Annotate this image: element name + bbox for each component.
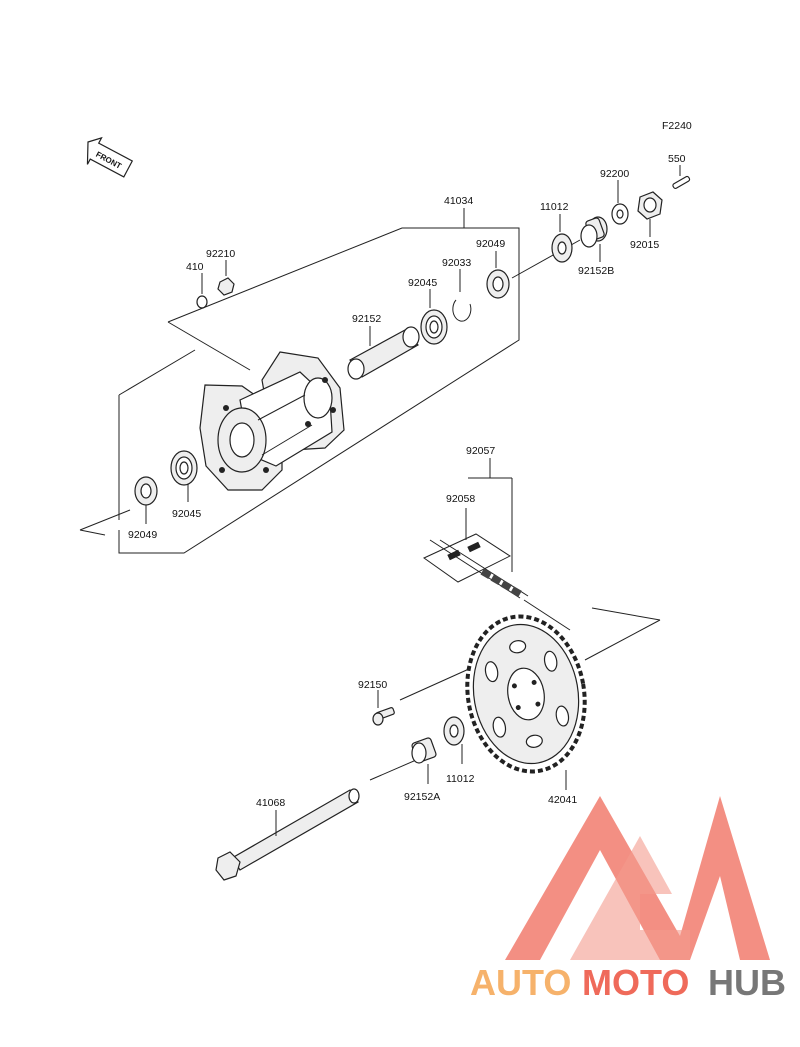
rear-sprocket-42041 <box>465 614 587 774</box>
front-arrow-icon: FRONT <box>86 136 134 178</box>
label-92210: 92210 <box>206 248 235 260</box>
washer-410 <box>196 273 208 309</box>
label-41068: 41068 <box>256 797 285 809</box>
label-41034: 41034 <box>444 195 473 207</box>
label-410: 410 <box>186 261 204 273</box>
label-11012-bottom: 11012 <box>446 773 475 785</box>
label-550: 550 <box>668 153 686 165</box>
figure-code: F2240 <box>662 120 692 132</box>
label-92049-bottom: 92049 <box>128 529 157 541</box>
automotohub-wordmark: AUTO MOTO HUB <box>470 962 786 1003</box>
washer-92200 <box>611 180 629 225</box>
label-92150: 92150 <box>358 679 387 691</box>
circlip-92033 <box>452 269 472 322</box>
oil-seal-11012-bottom <box>443 716 465 764</box>
collar-92152A <box>411 737 437 784</box>
drive-chain-92057 <box>423 533 571 631</box>
hub-assembly-frame <box>79 208 581 554</box>
label-92015: 92015 <box>630 239 659 251</box>
automotohub-logo-icon <box>505 796 770 960</box>
axle-41068 <box>215 788 360 881</box>
label-92049-top: 92049 <box>476 238 505 250</box>
label-11012-top: 11012 <box>540 201 569 213</box>
wordmark-part-auto: AUTO <box>470 962 571 1003</box>
nut-92210 <box>217 260 235 296</box>
label-92152A: 92152A <box>404 791 440 803</box>
bearing-92045-top <box>420 289 448 345</box>
spacer-tube-92152 <box>347 326 420 380</box>
bolt-92150 <box>372 690 395 726</box>
oil-seal-92049-top <box>486 251 510 299</box>
label-92057: 92057 <box>466 445 495 457</box>
cotter-pin-550 <box>672 165 691 189</box>
label-92033: 92033 <box>442 257 471 269</box>
oil-seal-92049-bottom <box>134 476 158 524</box>
label-92152: 92152 <box>352 313 381 325</box>
axle-nut-92015 <box>637 191 663 237</box>
label-92058: 92058 <box>446 493 475 505</box>
wordmark-part-moto: MOTO <box>582 962 689 1003</box>
label-92152B: 92152B <box>578 265 614 277</box>
oil-seal-11012-top <box>551 214 573 263</box>
label-92200: 92200 <box>600 168 629 180</box>
wordmark-part-hub: HUB <box>708 962 786 1003</box>
bearing-92045-bottom <box>170 450 198 502</box>
label-92045-top: 92045 <box>408 277 437 289</box>
rear-hub <box>199 351 345 491</box>
label-42041: 42041 <box>548 794 577 806</box>
label-92045-bottom: 92045 <box>172 508 201 520</box>
collar-92152B <box>580 216 608 262</box>
